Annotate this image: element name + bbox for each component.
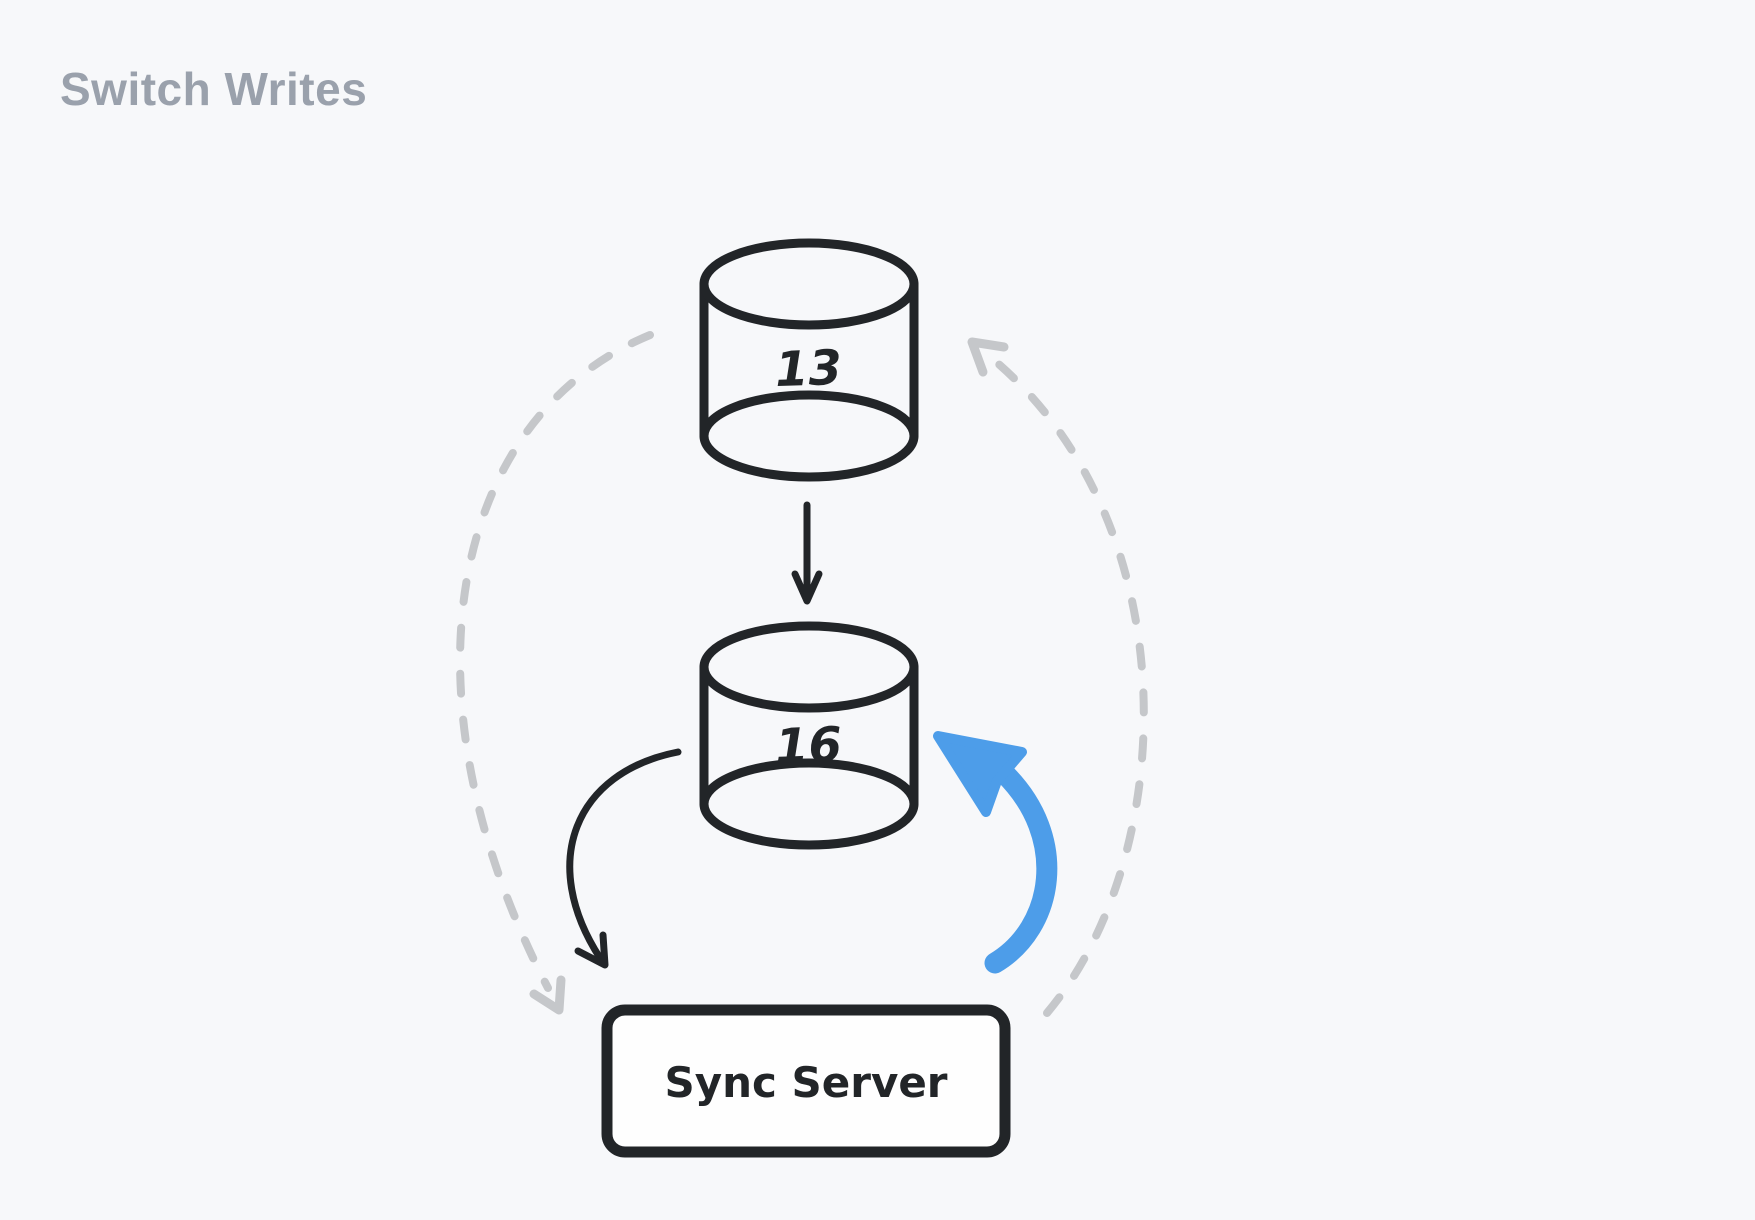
cylinder-top-ellipse — [699, 621, 919, 713]
arrow-top-db-to-bottom-db — [791, 501, 823, 605]
source-database-label: 13 — [774, 340, 843, 398]
page-title: Switch Writes — [60, 63, 368, 115]
sync-server-node: Sync Server — [601, 1004, 1011, 1158]
arrow-bottom-db-to-sync-server — [566, 748, 682, 969]
blue-arc-path — [984, 762, 1058, 974]
dashed-arc-left-arrowhead-icon — [529, 975, 566, 1015]
straight-arrow-arrowhead-icon — [791, 570, 823, 605]
target-database-label: 16 — [774, 717, 843, 775]
black-arc-path — [566, 748, 682, 962]
cylinder-bottom-ellipse — [699, 390, 919, 482]
blue-arc-arrowhead-icon — [933, 731, 1027, 817]
sync-server-box — [601, 1004, 1011, 1158]
dashed-arc-sync-server-to-top-db — [967, 337, 1148, 1017]
dashed-arc-right-arrowhead-icon — [967, 337, 1009, 377]
dashed-arc-left-path — [456, 331, 654, 992]
dashed-arc-top-db-to-sync-server — [456, 331, 654, 1015]
database-cylinder-target: 16 — [699, 621, 919, 850]
sync-server-label: Sync Server — [664, 1058, 947, 1107]
database-cylinder-source: 13 — [699, 238, 919, 482]
cylinder-bottom-ellipse — [699, 758, 919, 850]
arrow-sync-server-to-bottom-db — [933, 731, 1058, 974]
dashed-arc-right-path — [984, 351, 1148, 1017]
cylinder-top-ellipse — [699, 238, 919, 330]
black-arc-arrowhead-icon — [574, 931, 609, 969]
